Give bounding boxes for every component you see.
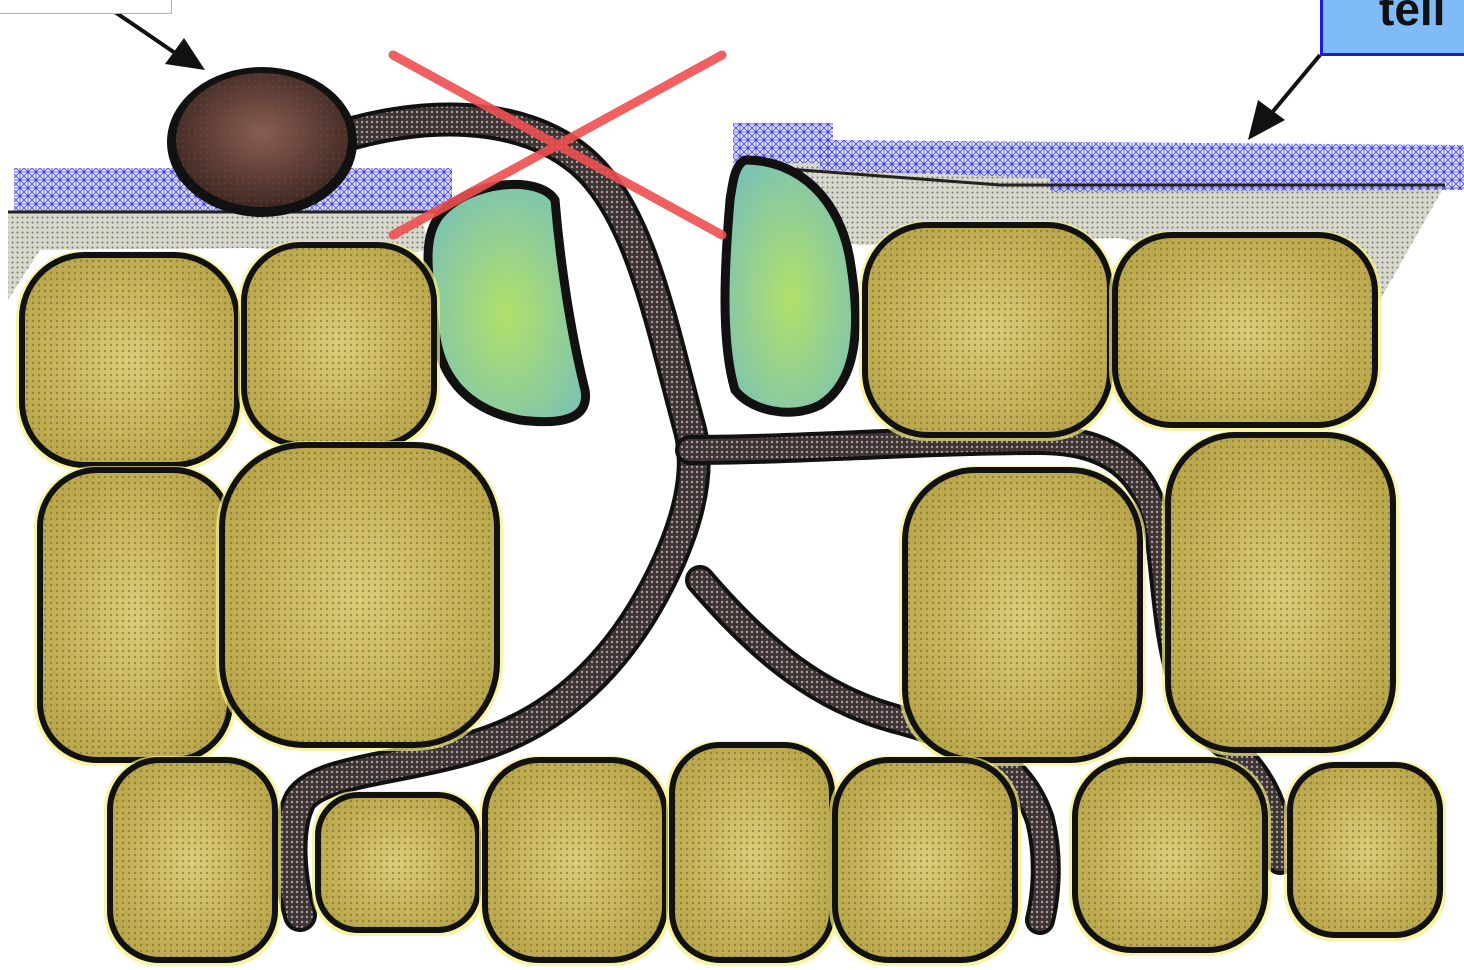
fungal-spore: [167, 67, 357, 217]
label-box-top-right: tell: [1320, 0, 1464, 56]
mesophyll-cell-texture: [868, 228, 1107, 432]
mesophyll-cell-texture: [1118, 238, 1372, 422]
mesophyll-cell-texture: [321, 798, 475, 927]
mesophyll-cell-texture: [25, 258, 234, 462]
mesophyll-cell-texture: [908, 473, 1137, 757]
mesophyll-cell-texture: [1078, 763, 1262, 947]
arrow-icon: [112, 10, 205, 70]
mesophyll-cell-texture: [113, 763, 272, 957]
label-box-top-left: [0, 0, 172, 14]
mesophyll-cell-texture: [488, 763, 662, 957]
mesophyll-cell-texture: [675, 748, 829, 957]
mesophyll-cell-texture: [225, 448, 494, 742]
mesophyll-cell-texture: [838, 763, 1012, 957]
mesophyll-cell-texture: [1293, 768, 1437, 932]
arrow-icon: [1248, 55, 1320, 140]
mesophyll-cell-texture: [43, 473, 227, 757]
mesophyll-cell-texture: [1171, 438, 1390, 747]
mesophyll-cell-texture: [247, 248, 431, 442]
